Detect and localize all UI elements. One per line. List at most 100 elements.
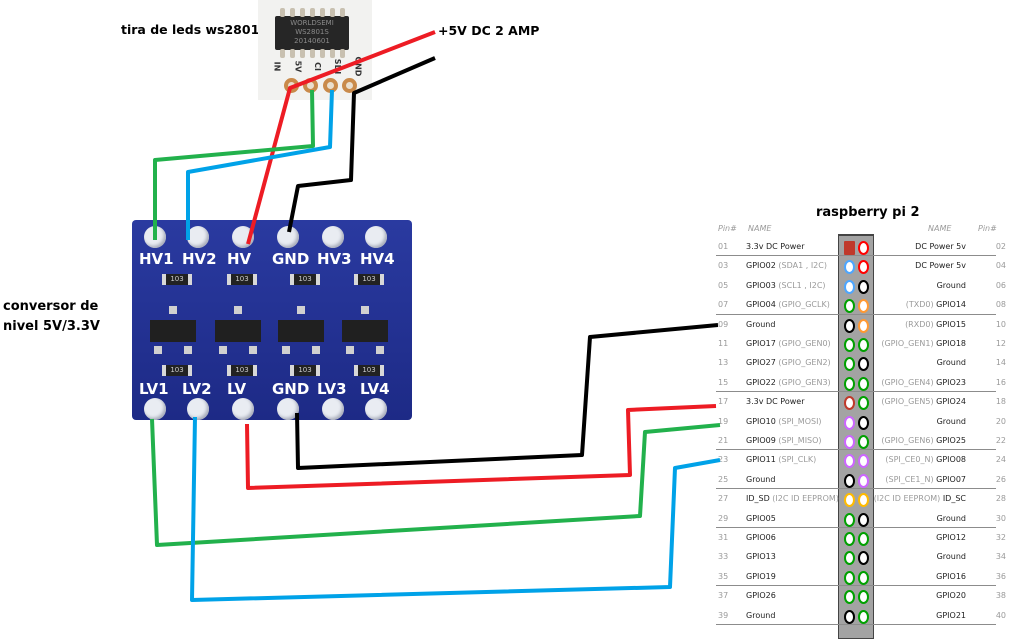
resistor-top: 103 <box>162 274 192 285</box>
pin-name: GPIO20 <box>936 591 966 601</box>
raspberry-pi-label: raspberry pi 2 <box>816 205 920 220</box>
pin-name: GPIO26 <box>746 591 776 601</box>
mosfet-lead <box>312 346 320 354</box>
pin-name-right: (GPIO_GEN1) GPIO18 <box>881 339 966 348</box>
pin-name-left: GPIO26 <box>746 591 776 600</box>
resistor-top: 103 <box>290 274 320 285</box>
pin-name: Ground <box>936 513 966 523</box>
pin-number-right: 32 <box>995 533 1006 542</box>
pin-name: ID_SC <box>942 494 966 504</box>
gpio-pin-right <box>858 376 869 391</box>
pin-name-left: GPIO27 (GPIO_GEN2) <box>746 358 831 367</box>
col-header-pin-right: Pin# <box>978 224 997 233</box>
pin-number-left: 33 <box>718 552 729 562</box>
pin-alt: (I2C ID EEPROM) <box>769 494 839 504</box>
pin-alt: (SCL1 , I2C) <box>775 280 826 290</box>
pin-number-left: 37 <box>718 591 729 601</box>
pin-number-left: 21 <box>718 436 729 445</box>
gpio-pin-right <box>858 551 869 566</box>
gpio-pin-left <box>844 590 855 605</box>
pin-number-left: 09 <box>718 319 729 329</box>
pin-name-right: GPIO20 <box>936 591 966 600</box>
chip-leg <box>320 49 325 58</box>
strip-pad-sdi <box>323 78 338 93</box>
gpio-pin-left <box>844 241 855 255</box>
pin-number-right: 30 <box>995 513 1006 523</box>
chip-leg <box>300 49 305 58</box>
pin-number-right: 12 <box>995 339 1006 348</box>
pin-name-left: GPIO05 <box>746 514 776 523</box>
gpio-pin-right <box>858 435 869 449</box>
pin-name-left: Ground <box>746 611 775 620</box>
pin-name: GPIO03 <box>746 280 776 290</box>
pin-name-left: ID_SD (I2C ID EEPROM) <box>746 494 839 503</box>
pin-number-right: 38 <box>995 591 1006 601</box>
pin-name-left: Ground <box>746 320 775 329</box>
converter-hole-top <box>365 226 387 248</box>
resistor-bottom: 103 <box>290 365 320 376</box>
pin-alt: (SPI_CE0_N) <box>885 455 937 465</box>
pin-number-left: 05 <box>718 280 729 290</box>
pin-name: GPIO13 <box>746 552 776 562</box>
mosfet <box>150 320 196 342</box>
pin-alt: (GPIO_GCLK) <box>775 300 830 310</box>
pin-number-right: 02 <box>995 242 1006 251</box>
pin-number-left: 15 <box>718 377 729 387</box>
pin-number-right: 20 <box>995 416 1006 426</box>
converter-hole-top <box>322 226 344 248</box>
row-separator <box>716 313 996 315</box>
level-converter-label: conversor de nivel 5V/3.3V <box>3 297 133 337</box>
pin-name: GPIO24 <box>936 397 966 407</box>
ws2801-chip: WORLDSEMI WS2801S 20140601 <box>275 8 349 58</box>
gpio-pin-left <box>844 260 855 275</box>
gpio-pin-left <box>844 435 855 449</box>
mosfet <box>278 320 324 342</box>
pin-name: GPIO07 <box>936 474 966 484</box>
row-separator <box>716 624 996 625</box>
pin-name: GPIO11 <box>746 455 776 465</box>
pin-name-right: (GPIO_GEN5) GPIO24 <box>881 397 966 406</box>
chip-leg <box>310 49 315 58</box>
converter-pin-label-top: HV2 <box>182 250 217 268</box>
power-supply-label: +5V DC 2 AMP <box>438 23 540 38</box>
row-separator <box>716 488 996 490</box>
pin-number-right: 26 <box>995 474 1006 484</box>
pin-name: GPIO09 <box>746 436 776 445</box>
strip-pad-gnd <box>342 78 357 93</box>
ws2801-chip-marking: WORLDSEMI WS2801S 20140601 <box>275 19 349 46</box>
gpio-pin-right <box>858 279 869 294</box>
mosfet-lead <box>376 346 384 354</box>
pin-name: DC Power 5v <box>915 261 966 271</box>
pin-alt: (SDA1 , I2C) <box>775 261 827 271</box>
converter-hole-bottom <box>322 398 344 420</box>
gpio-pin-right <box>858 260 869 275</box>
gpio-pin-right <box>858 415 869 430</box>
pin-name: Ground <box>936 358 966 368</box>
pin-number-left: 03 <box>718 261 729 271</box>
converter-pin-label-top: HV4 <box>360 250 395 268</box>
pin-number-right: 40 <box>995 610 1006 620</box>
converter-hole-bottom <box>277 398 299 420</box>
pin-number-right: 18 <box>995 397 1006 407</box>
pin-name-left: GPIO13 <box>746 552 776 561</box>
pin-number-right: 08 <box>995 300 1006 310</box>
gpio-pin-left <box>844 454 855 469</box>
pin-number-left: 25 <box>718 474 729 484</box>
pin-name: Ground <box>746 319 776 329</box>
pin-name-left: 3.3v DC Power <box>746 242 804 251</box>
gpio-pin-left <box>844 493 855 508</box>
pin-name-right: (GPIO_GEN6) GPIO25 <box>881 436 966 445</box>
pin-name: DC Power 5v <box>915 242 966 251</box>
gpio-pin-left <box>844 415 855 430</box>
pin-number-right: 14 <box>995 358 1006 368</box>
wire-5v-red <box>246 30 436 245</box>
mosfet-lead <box>282 346 290 354</box>
row-separator <box>716 527 996 528</box>
pin-alt: (GPIO_GEN4) <box>881 377 937 387</box>
pin-name-left: GPIO02 (SDA1 , I2C) <box>746 261 827 270</box>
